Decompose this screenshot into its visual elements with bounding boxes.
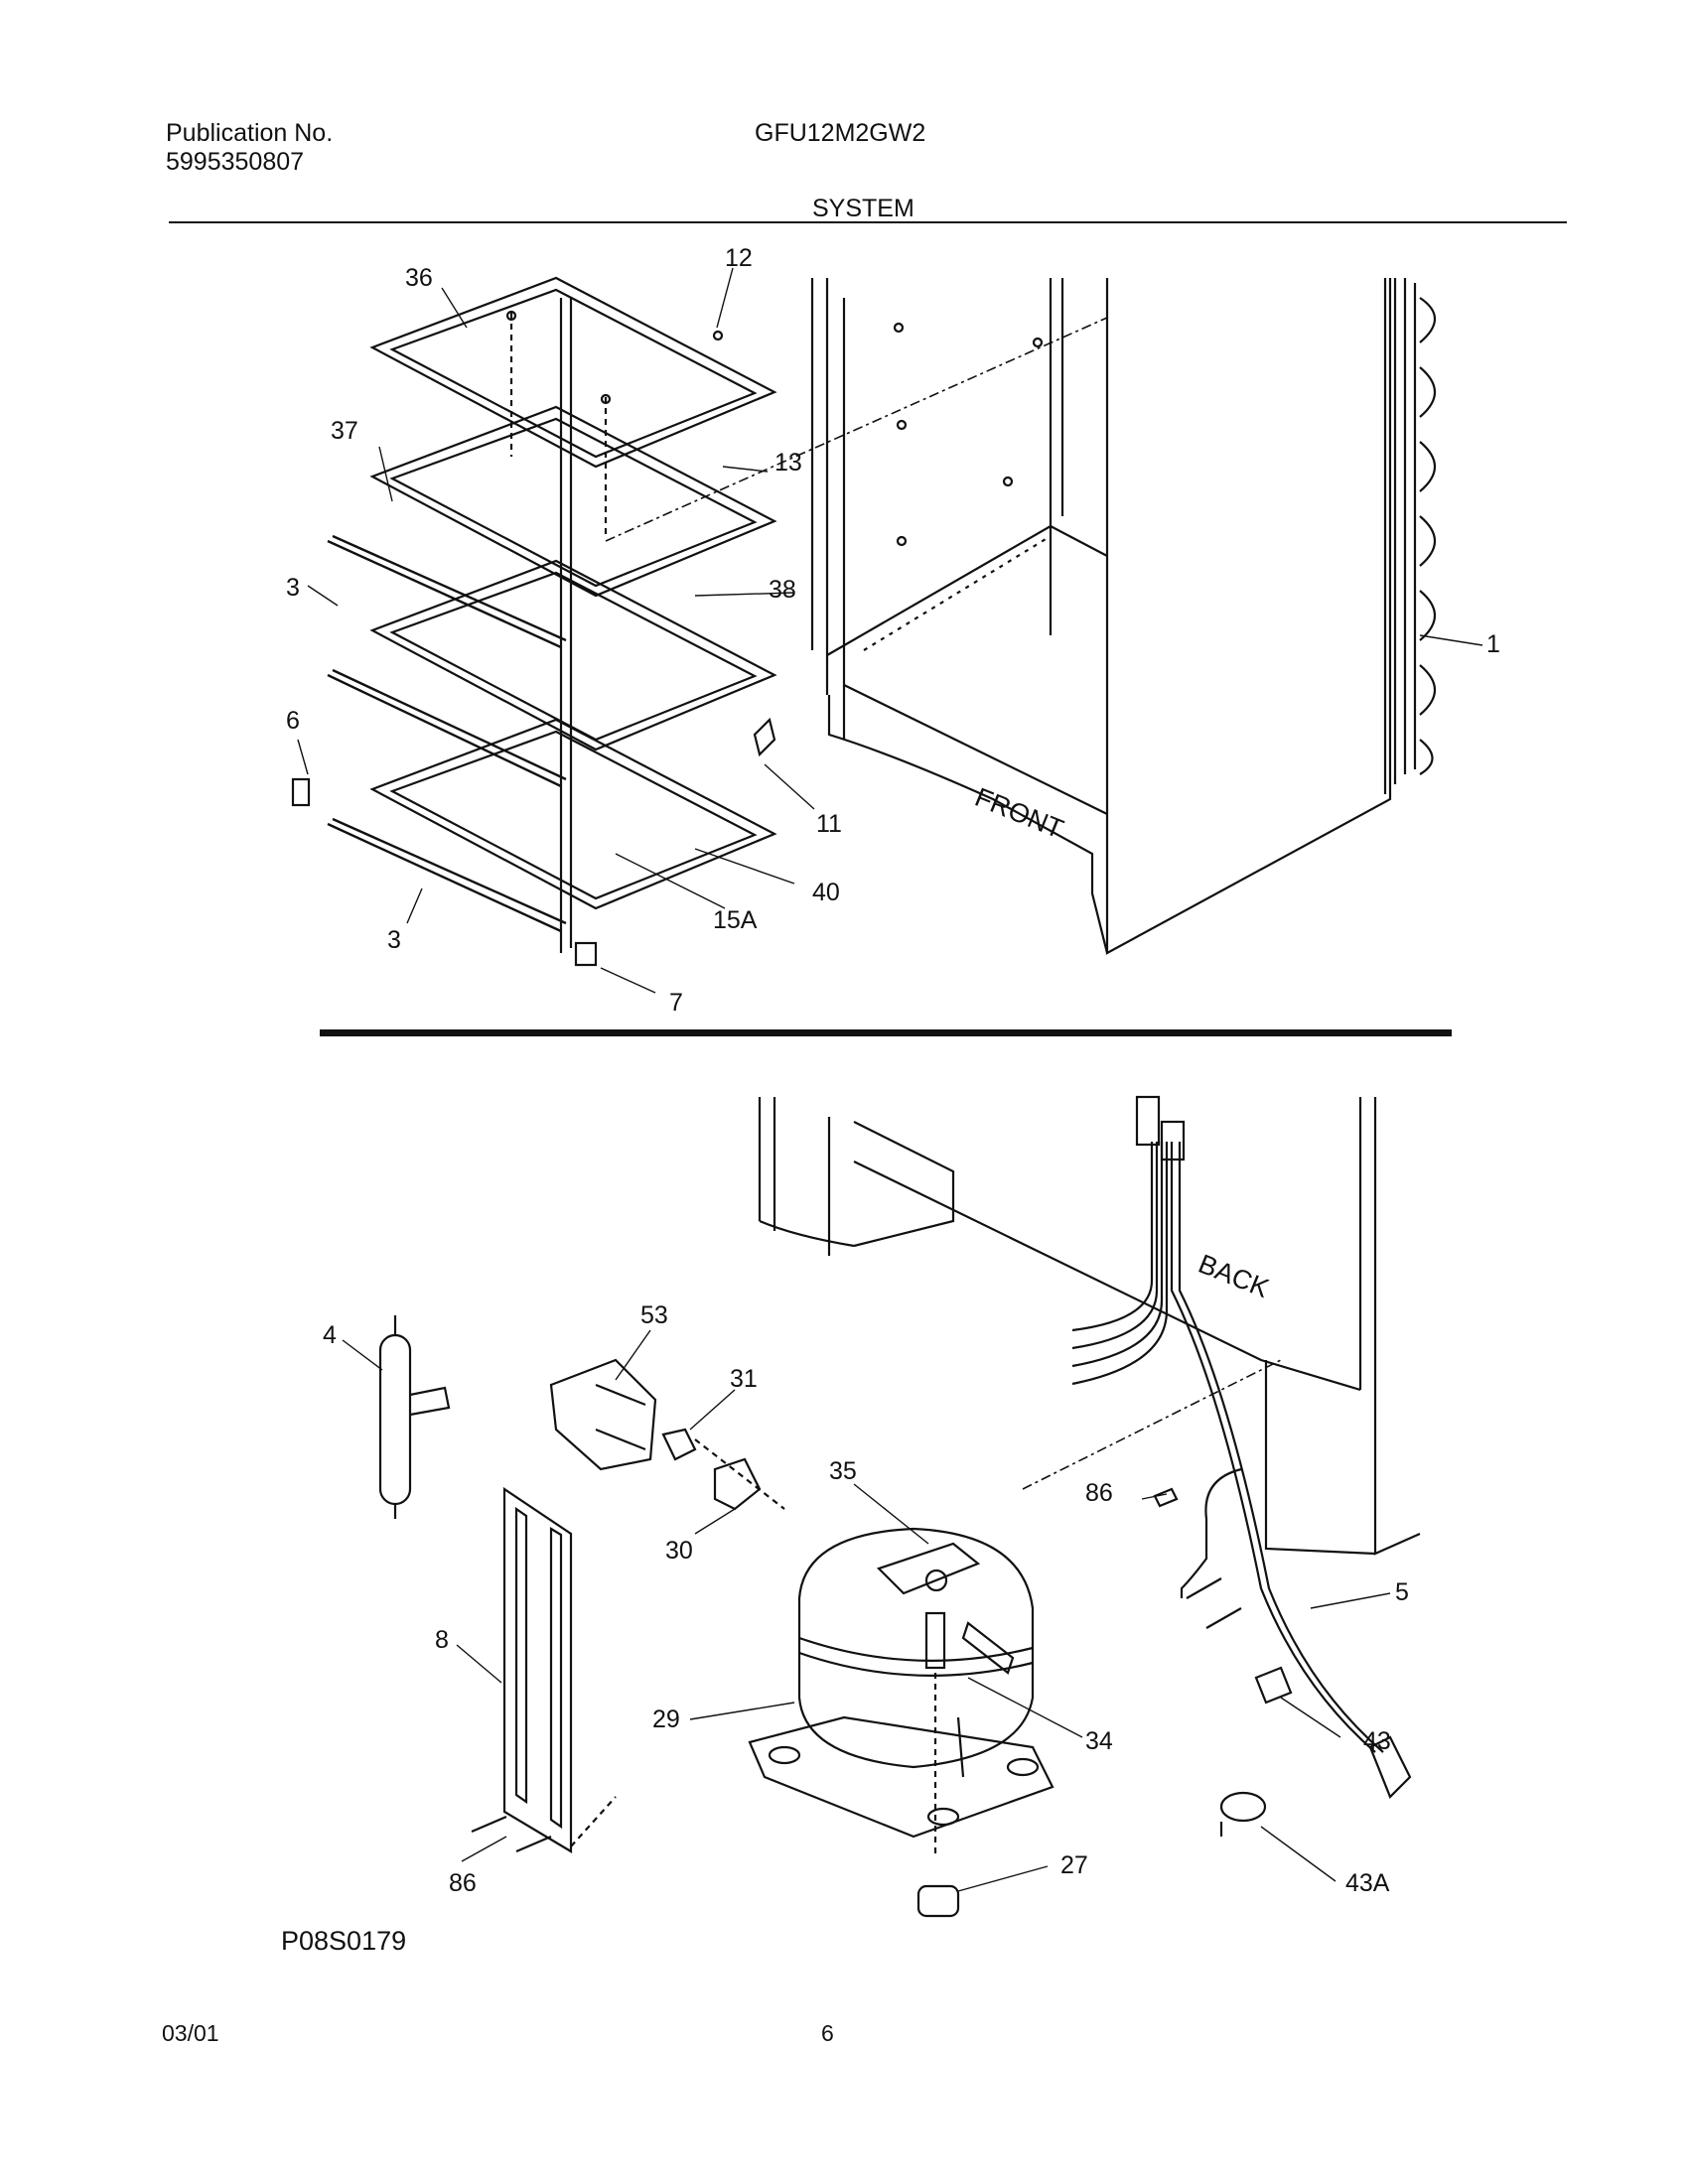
wiring-harness-drawing xyxy=(1071,1095,1412,1837)
callout-36: 36 xyxy=(405,264,433,292)
cabinet-drawing xyxy=(605,278,1392,955)
footer-date: 03/01 xyxy=(162,2020,219,2046)
model-number: GFU12M2GW2 xyxy=(755,119,926,147)
publication-label: Publication No. xyxy=(166,119,334,147)
callout-53: 53 xyxy=(640,1301,668,1329)
condenser-coil-drawing xyxy=(1383,278,1436,794)
callout-37: 37 xyxy=(331,417,358,445)
callout-15a: 15A xyxy=(713,906,758,934)
callout-43: 43 xyxy=(1363,1727,1391,1755)
callout-1: 1 xyxy=(1486,630,1500,658)
back-label: BACK xyxy=(1195,1249,1273,1303)
callout-5: 5 xyxy=(1395,1578,1409,1606)
callout-35: 35 xyxy=(829,1457,857,1485)
mounting-plate-drawing xyxy=(471,1486,617,1853)
callout-3-upper: 3 xyxy=(286,574,300,602)
section-divider xyxy=(320,1029,1452,1036)
callout-38: 38 xyxy=(769,576,796,604)
drawing-code: P08S0179 xyxy=(281,1926,407,1956)
header-divider xyxy=(169,221,1567,223)
publication-number: 5995350807 xyxy=(166,148,305,176)
evaporator-exploded-diagram: 36 12 37 13 3 38 1 6 11 40 15A 3 7 FRONT xyxy=(286,244,1500,1017)
page-number: 6 xyxy=(821,2020,834,2046)
callout-7: 7 xyxy=(669,989,683,1017)
cabinet-back-drawing xyxy=(758,1097,1421,1556)
filter-drier-drawing xyxy=(378,1315,451,1519)
callout-12: 12 xyxy=(725,244,753,272)
callout-4: 4 xyxy=(323,1321,337,1349)
callout-86-left: 86 xyxy=(449,1869,477,1897)
callout-13: 13 xyxy=(774,449,802,477)
callout-6: 6 xyxy=(286,707,300,735)
front-label: FRONT xyxy=(971,782,1067,845)
callout-43a: 43A xyxy=(1345,1869,1390,1897)
bottom-callouts: 53 4 31 35 86 30 5 8 29 34 43 27 86 43A … xyxy=(323,1249,1409,1897)
compressor-drawing xyxy=(748,1527,1055,1918)
callout-34: 34 xyxy=(1085,1727,1113,1755)
callout-8: 8 xyxy=(435,1626,449,1654)
callout-86-right: 86 xyxy=(1085,1479,1113,1507)
relay-overload-drawing xyxy=(549,1358,785,1511)
callout-29: 29 xyxy=(652,1706,680,1733)
evaporator-shelves-drawing xyxy=(291,276,777,967)
callout-3-lower: 3 xyxy=(387,926,401,954)
top-callouts: 36 12 37 13 3 38 1 6 11 40 15A 3 7 FRONT xyxy=(286,244,1500,1017)
callout-27: 27 xyxy=(1060,1851,1088,1879)
callout-31: 31 xyxy=(730,1365,758,1393)
callout-30: 30 xyxy=(665,1537,693,1565)
callout-40: 40 xyxy=(812,879,840,906)
section-title: SYSTEM xyxy=(812,195,914,222)
callout-11: 11 xyxy=(816,810,842,838)
